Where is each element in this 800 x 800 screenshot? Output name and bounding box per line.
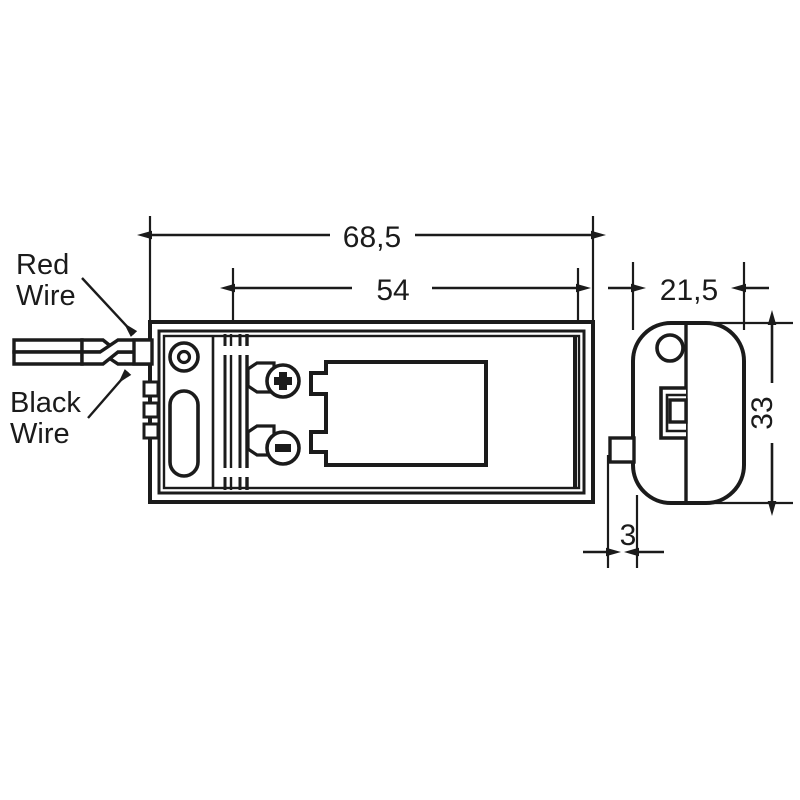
wire-entry — [132, 338, 154, 366]
label-black-wire-line1: Black — [10, 387, 81, 419]
contact-tab-1 — [142, 380, 160, 398]
positive-terminal-icon — [265, 363, 301, 399]
contact-tab-2 — [142, 401, 160, 419]
end-view-side-tab — [608, 436, 636, 464]
dimension-overall-length: 68,5 — [137, 216, 606, 330]
dimension-value-tab-offset: 3 — [620, 519, 637, 552]
end-view-outline — [631, 321, 746, 505]
end-view — [608, 321, 746, 505]
label-red-wire-line2: Wire — [16, 280, 76, 312]
wire-far-left-upper — [12, 338, 84, 354]
dimension-tab-offset: 3 — [583, 455, 664, 568]
rail-gap-bottom — [220, 468, 254, 477]
dimension-width: 21,5 — [608, 262, 769, 330]
dimension-value-overall-length: 68,5 — [343, 221, 401, 254]
mounting-slot — [168, 389, 200, 478]
label-black-wire-line2: Wire — [10, 418, 70, 450]
plan-view — [142, 320, 595, 504]
wire-assembly — [12, 338, 154, 366]
wire-far-left-lower — [12, 350, 84, 366]
holder-inner-wall-2 — [162, 334, 581, 490]
dimension-value-width: 21,5 — [660, 274, 718, 307]
dimension-value-height: 33 — [746, 396, 779, 429]
end-view-window — [668, 398, 688, 424]
dimension-value-inner-length: 54 — [376, 274, 409, 307]
rail-gap-top — [220, 346, 254, 355]
negative-terminal-icon — [265, 430, 301, 466]
mounting-hole-inner — [176, 349, 192, 365]
end-view-recess-inner — [665, 393, 686, 433]
battery-outline — [309, 360, 488, 467]
leader-line-black-wire — [87, 369, 132, 419]
label-red-wire-line1: Red — [16, 249, 69, 281]
end-view-hole — [655, 333, 685, 363]
leader-line-red-wire — [81, 277, 138, 337]
wire-annotations: Red Wire Black Wire — [10, 249, 138, 450]
contact-tab-3 — [142, 422, 160, 440]
